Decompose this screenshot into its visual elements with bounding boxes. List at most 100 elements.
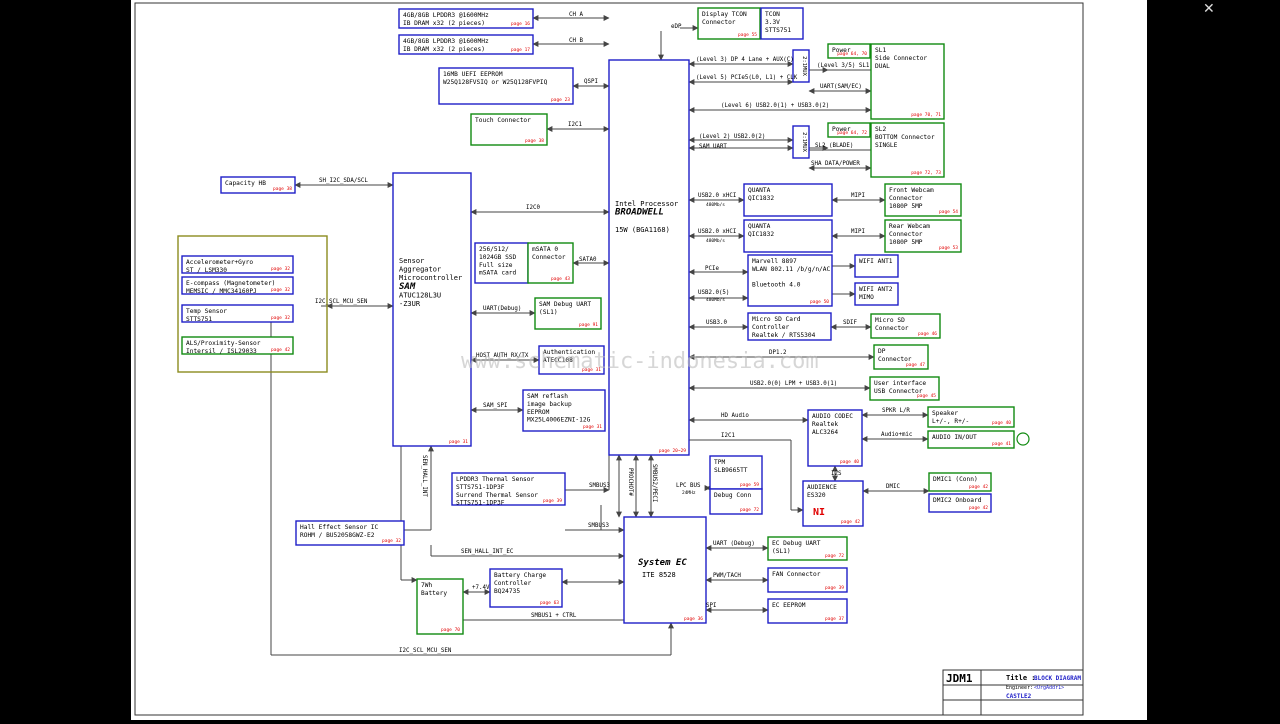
block-touch-page: page 38 [525,138,544,144]
label-spkr: SPKR L/R [882,408,910,414]
block-dpconn-text: Connector [878,356,912,363]
label-audio-mic: Audio+mic [881,432,912,438]
label-spi: SPI [706,603,716,609]
block-ssd-text: 256/512/ [479,246,509,253]
label-i2c1-touch: I2C1 [568,122,582,128]
label-usb30: USB3.0 [706,320,727,326]
block-dmic1-text: DMIC1 (Conn) [933,476,978,483]
block-batt-text: 7Wh [421,582,432,589]
block-samflash-text: image backup [527,401,572,408]
label-ch-b: CH B [569,38,583,44]
block-dram1-page: page 16 [511,21,530,27]
block-quanta1-text: QUANTA [748,187,771,194]
block-eeprom16-page: page 23 [551,97,570,103]
label-sata0: SATA0 [579,257,597,263]
label-l6: (Level 6) USB2.0(1) + USB3.0(2) [721,103,829,109]
project-name: JDM1 [946,672,973,685]
block-charger-page: page 63 [540,600,559,606]
block-quanta2-text: QIC1832 [748,231,774,238]
block-dmic1-page: page 42 [969,484,988,490]
block-frontcam-page: page 54 [939,209,958,215]
block-dpconn-text: DP [878,348,886,355]
block-thermal-text: STTS751-1DP3F [456,500,505,507]
block-tcon2-text: 3.3V [765,19,780,26]
block-sl1-text: Side Connector [875,55,927,62]
label-smbus2: SMBUS2/PECI [651,464,657,502]
label-sl2-blade: SL2 (BLADE) [815,143,853,149]
block-sam-text: ATUC128L3U [399,291,441,299]
block-audience-page: page 42 [841,519,860,525]
block-batt-text: Battery [421,590,447,597]
block-frontcam-text: Front Webcam [889,187,934,194]
label-l5: (Level 5) PCIe5(L0, L1) + CLK [696,75,798,81]
block-eeprom16-text: 16MB UEFI EEPROM [443,71,503,78]
block-eeprom16-text: W25Q128FVSIQ or W25Q128FVPIQ [443,79,548,86]
block-wlan-text: WLAN 802.11 /b/g/n/AC [752,266,831,273]
block-wlan-text: Bluetooth 4.0 [752,282,801,289]
block-charger-text: Battery Charge [494,572,546,579]
block-sl2-text: SL2 [875,126,886,133]
block-ecompass: E-compass (Magnetometer)MEMSIC / MMC3416… [181,276,294,295]
label-prochot: PROCHOT# [627,468,633,496]
block-auth-text: Authentication [543,349,595,356]
block-sam-text: SAM [399,282,416,292]
block-ssd-text: Full size [479,262,513,269]
block-thermal: LPDDR3 Thermal SensorSTTS751-1DP3FSurren… [451,472,566,507]
block-touch-text: Touch Connector [475,117,531,124]
block-power1-text: Power [832,47,851,54]
block-sl1-page: page 70, 71 [911,112,941,118]
block-debugconn-page: page 72 [740,507,759,513]
block-thermal-text: LPDDR3 Thermal Sensor [456,476,535,483]
block-samflash-page: page 31 [583,424,602,430]
block-sdconn-text: Micro SD [875,317,905,324]
label-sen-hall-int-ec: SEN_HALL_INT_EC [461,549,514,555]
label-i2c0: I2C0 [526,205,540,211]
block-samdbg: SAM Debug UART(SL1)page 91 [534,297,602,330]
label-l3: (Level 3) DP 4 Lane + AUX(C) [696,57,794,63]
block-quanta2-text: QUANTA [748,223,771,230]
label-lpc-speed: 24MHz [682,490,696,496]
block-usbconn-text: USB Connector [874,388,923,395]
label-sdif: SDIF [843,320,857,326]
block-quanta1-text: QIC1832 [748,195,774,202]
watermark: www.schematic-indonesia.com [461,349,819,374]
block-rearcam-text: Rear Webcam [889,223,930,230]
block-samflash-text: MX25L4006EZNI-12G [527,417,591,424]
block-cpu-page: page 20~29 [659,448,686,454]
block-dram2-page: page 17 [511,47,530,53]
model-name: CASTLE2 [1006,693,1032,700]
block-wlan-page: page 50 [810,299,829,305]
block-hall-text: ROHM / BU52058GWZ-E2 [300,532,375,539]
block-sl1-text: SL1 [875,47,886,54]
block-sam-text: -Z3UR [399,300,421,308]
label-l2: (Level 2) USB2.0(2) [699,134,765,140]
block-wlan-text: Marvell 8897 [752,258,797,265]
block-frontcam-text: Connector [889,195,923,202]
block-audience-text: AUDIENCE [807,484,837,491]
block-tpm-page: page 59 [740,482,759,488]
label-dp12: DP1.2 [769,350,786,356]
block-ecdbg-page: page 72 [825,553,844,559]
block-charger-text: Controller [494,580,532,587]
block-thermal-page: page 39 [543,498,562,504]
block-dram2-text: 4GB/8GB LPDDR3 @1600MHz [403,38,489,45]
audio-jack-icon [1016,432,1030,446]
block-samdbg-text: SAM Debug UART [539,301,591,308]
close-icon[interactable]: ✕ [1203,1,1215,17]
block-sdctl-text: Controller [752,324,790,331]
label-pcie: PCIe [705,266,719,272]
block-mux1: 2:1MUX [792,49,810,83]
